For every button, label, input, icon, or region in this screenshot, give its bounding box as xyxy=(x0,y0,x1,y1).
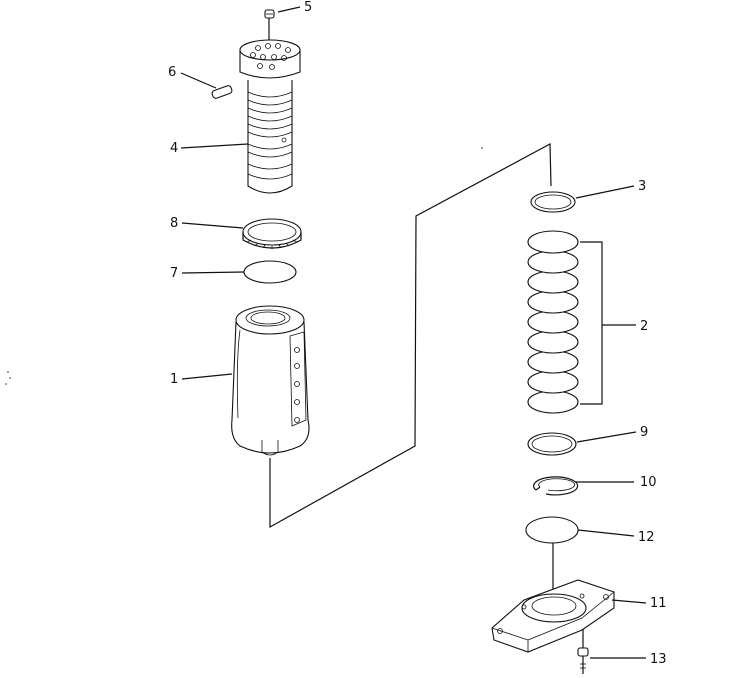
leader-lines xyxy=(180,6,647,659)
part-2-disc-stack xyxy=(527,230,603,414)
part-12-disc xyxy=(525,516,579,544)
part-6-pin xyxy=(211,85,233,99)
callout-8: 8 xyxy=(170,216,178,231)
scan-specks xyxy=(5,147,483,385)
part-5-screw xyxy=(264,9,275,40)
callout-2: 2 xyxy=(640,319,648,334)
callout-1: 1 xyxy=(170,372,178,387)
callout-5: 5 xyxy=(304,0,312,15)
part-11-flange-cover xyxy=(491,579,615,653)
callout-11: 11 xyxy=(650,596,667,611)
cap-holes xyxy=(250,43,291,70)
part-3-ring xyxy=(530,191,576,213)
callout-12: 12 xyxy=(638,530,655,545)
callout-9: 9 xyxy=(640,425,648,440)
part-8-ring xyxy=(242,218,302,249)
callout-10: 10 xyxy=(640,475,657,490)
callout-3: 3 xyxy=(638,179,646,194)
callout-6: 6 xyxy=(168,65,176,80)
callout-4: 4 xyxy=(170,141,178,156)
callout-labels: 5 6 4 8 7 1 3 2 9 10 12 11 13 xyxy=(168,0,667,667)
callout-7: 7 xyxy=(170,266,178,281)
part-10-snap-ring xyxy=(533,476,579,496)
callout-13: 13 xyxy=(650,652,667,667)
part-4-valve-spool xyxy=(239,39,301,194)
part-7-o-ring xyxy=(243,260,297,284)
part-9-ring xyxy=(527,432,577,456)
part-13-bolt xyxy=(577,647,589,674)
part-1-housing xyxy=(231,305,310,456)
